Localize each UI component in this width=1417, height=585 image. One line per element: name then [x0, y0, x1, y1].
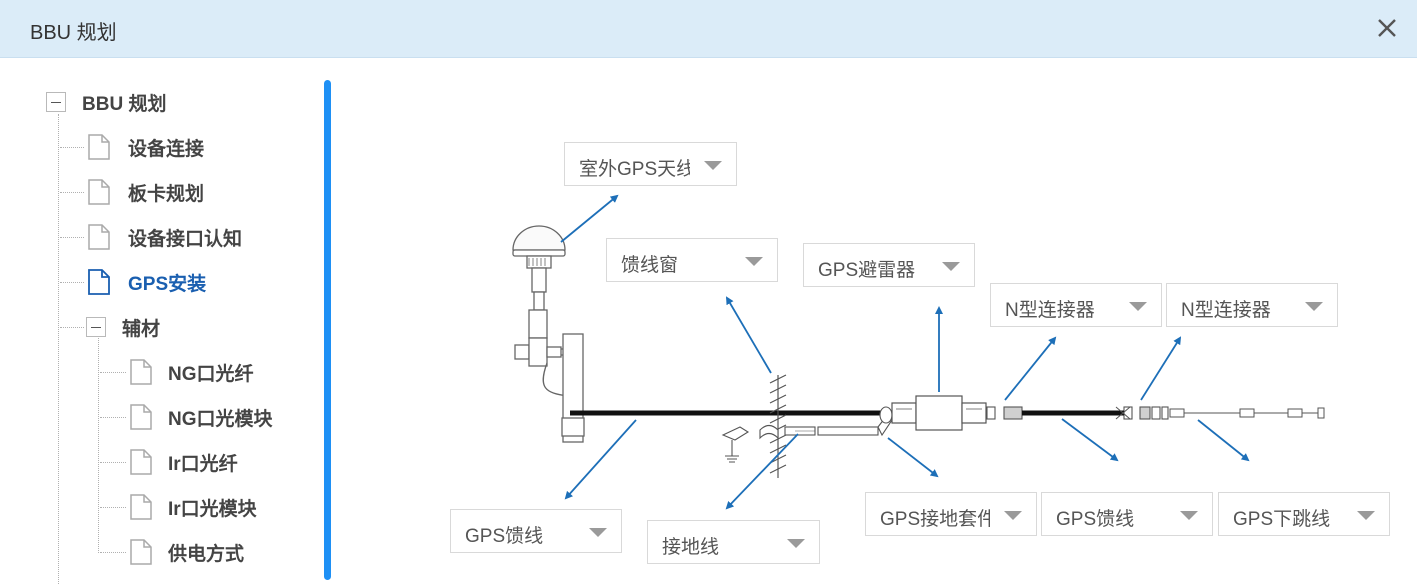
gps-arrester-drawing	[891, 395, 987, 431]
chevron-down-icon	[1180, 511, 1198, 520]
chevron-down-icon	[1129, 302, 1147, 311]
dropdown-n-connector-2[interactable]: N型连接器	[1166, 283, 1338, 327]
tree-subitem-power-supply[interactable]: 供电方式	[168, 537, 244, 567]
gps-install-diagram: 室外GPS天线 馈线窗 GPS避雷器 N型连接器 N型连接器 GPS馈线 接地线…	[340, 58, 1417, 585]
tree-item-label: NG口光模块	[168, 408, 273, 430]
tree-connector	[60, 327, 84, 328]
dropdown-value: GPS接地套件	[880, 509, 997, 530]
dropdown-gps-feeder-left[interactable]: GPS馈线	[450, 509, 622, 553]
tree-nav: BBU 规划 设备连接 板卡规划 设备接口认知 GPS安装 辅材 NG口光纤 N…	[0, 58, 331, 585]
callout-arrows	[560, 194, 1250, 510]
dropdown-value: GPS馈线	[465, 526, 544, 547]
document-icon	[130, 494, 152, 520]
dropdown-value: N型连接器	[1005, 300, 1095, 321]
feeder-window-wall	[769, 374, 787, 478]
dropdown-value: 馈线窗	[621, 255, 679, 276]
tree-item-gps-install[interactable]: GPS安装	[128, 267, 206, 297]
dropdown-value: GPS避雷器	[818, 260, 916, 281]
tree-subitem-ir-module[interactable]: Ir口光模块	[168, 492, 257, 522]
gps-wiring-illustration	[512, 194, 1325, 510]
dialog-title: BBU 规划	[30, 22, 117, 44]
tree-connector	[100, 552, 126, 553]
dialog-header: BBU 规划	[0, 0, 1417, 58]
tree-item-device-connection[interactable]: 设备连接	[128, 132, 204, 162]
n-connector-drawing	[986, 406, 1169, 420]
tree-connector	[58, 114, 59, 584]
tree-connector	[60, 192, 84, 193]
chevron-down-icon	[787, 539, 805, 548]
chevron-down-icon	[1305, 302, 1323, 311]
dropdown-outdoor-antenna[interactable]: 室外GPS天线	[564, 142, 737, 186]
dropdown-value: GPS下跳线	[1233, 509, 1331, 530]
gps-jumper-drawing	[1169, 407, 1325, 419]
document-icon	[130, 359, 152, 385]
tree-subitem-ir-fiber[interactable]: Ir口光纤	[168, 447, 238, 477]
tree-item-label: NG口光纤	[168, 363, 254, 385]
tree-connector	[60, 237, 84, 238]
tree-connector	[100, 462, 126, 463]
tree-item-label: 辅材	[122, 318, 161, 340]
dropdown-n-connector-1[interactable]: N型连接器	[990, 283, 1162, 327]
dropdown-value: GPS馈线	[1056, 509, 1135, 530]
tree-connector	[100, 507, 126, 508]
close-icon[interactable]	[1373, 14, 1401, 42]
chevron-down-icon	[1357, 511, 1375, 520]
document-icon	[130, 404, 152, 430]
document-icon	[130, 449, 152, 475]
grounding-kit-drawing	[721, 406, 893, 463]
gps-antenna-drawing	[512, 225, 585, 443]
collapse-toggle-icon[interactable]	[46, 92, 66, 112]
document-icon	[88, 134, 110, 160]
tree-root[interactable]: BBU 规划	[82, 87, 166, 117]
dropdown-gps-feeder-right[interactable]: GPS馈线	[1041, 492, 1213, 536]
dropdown-ground-wire[interactable]: 接地线	[647, 520, 820, 564]
dropdown-grounding-kit[interactable]: GPS接地套件	[865, 492, 1037, 536]
tree-root-label: BBU 规划	[82, 93, 167, 115]
document-icon	[88, 224, 110, 250]
tree-item-label: 设备连接	[128, 138, 205, 160]
tree-item-label: 板卡规划	[128, 183, 205, 205]
dropdown-feeder-window[interactable]: 馈线窗	[606, 238, 778, 282]
tree-item-auxiliary[interactable]: 辅材	[122, 312, 160, 342]
tree-item-label: Ir口光纤	[168, 453, 238, 475]
tree-scrollbar[interactable]	[324, 80, 331, 580]
tree-item-label: 设备接口认知	[128, 228, 243, 250]
chevron-down-icon	[1004, 511, 1022, 520]
tree-subitem-ng-module[interactable]: NG口光模块	[168, 402, 273, 432]
document-icon	[130, 539, 152, 565]
chevron-down-icon	[745, 257, 763, 266]
dropdown-gps-jumper[interactable]: GPS下跳线	[1218, 492, 1390, 536]
tree-connector	[100, 372, 126, 373]
tree-subitem-ng-fiber[interactable]: NG口光纤	[168, 357, 254, 387]
chevron-down-icon	[942, 262, 960, 271]
chevron-down-icon	[704, 161, 722, 170]
tree-connector	[60, 282, 84, 283]
tree-item-label: Ir口光模块	[168, 498, 257, 520]
document-icon	[88, 179, 110, 205]
document-icon	[88, 269, 110, 295]
tree-item-board-planning[interactable]: 板卡规划	[128, 177, 204, 207]
tree-connector	[60, 147, 84, 148]
dropdown-value: 接地线	[662, 537, 720, 558]
tree-connector	[100, 417, 126, 418]
collapse-toggle-icon[interactable]	[86, 317, 106, 337]
tree-item-label: GPS安装	[128, 273, 207, 295]
tree-connector	[98, 338, 99, 553]
dropdown-gps-arrester[interactable]: GPS避雷器	[803, 243, 975, 287]
chevron-down-icon	[589, 528, 607, 537]
tree-item-interface-recognition[interactable]: 设备接口认知	[128, 222, 242, 252]
dropdown-value: 室外GPS天线	[579, 159, 696, 180]
dropdown-value: N型连接器	[1181, 300, 1271, 321]
tree-item-label: 供电方式	[168, 543, 245, 565]
